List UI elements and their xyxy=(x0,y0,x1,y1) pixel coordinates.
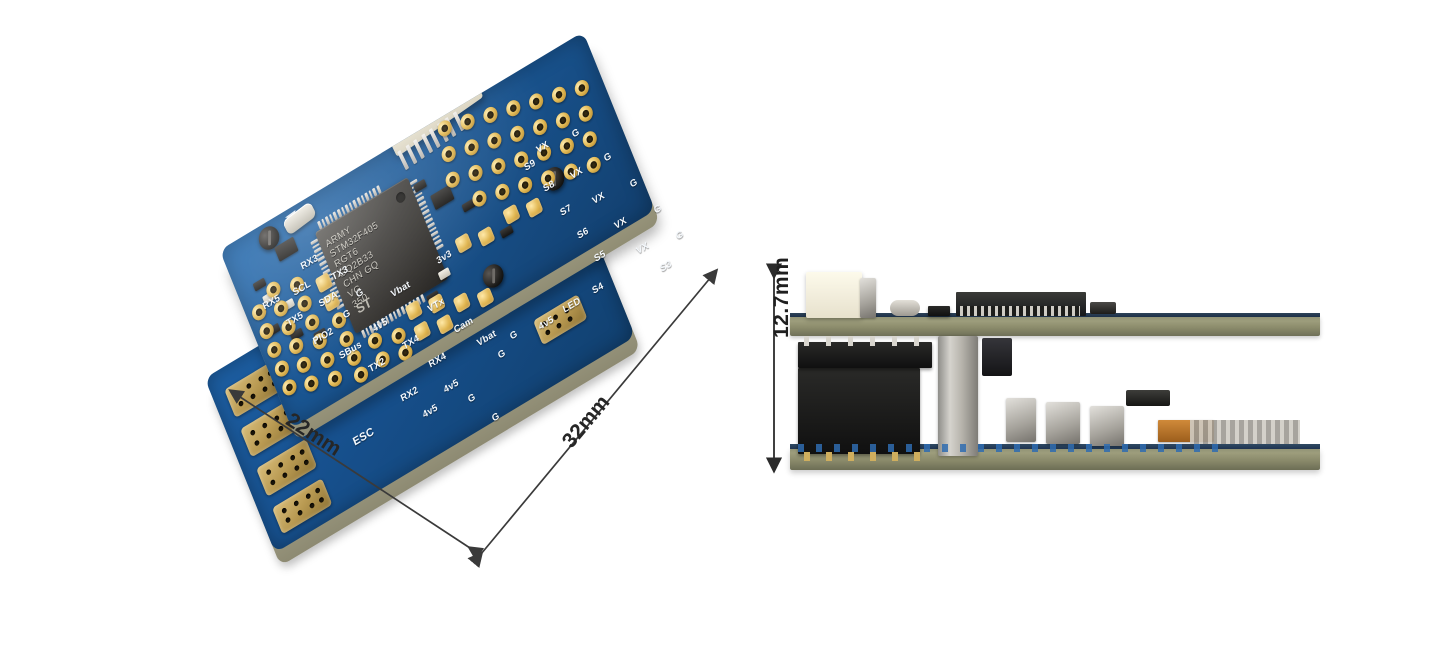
pin-hole xyxy=(481,104,500,126)
pin-hole xyxy=(443,168,462,191)
pin-hole xyxy=(462,136,481,159)
solder-pad xyxy=(525,196,544,219)
pin-hole xyxy=(280,376,299,399)
solder-pad xyxy=(477,225,496,248)
side-component-block-1 xyxy=(982,338,1012,376)
side-header-pins xyxy=(804,336,928,346)
side-pin-header-black xyxy=(798,368,920,454)
smd-part-2 xyxy=(266,322,281,337)
led-3 xyxy=(437,267,452,281)
side-top-board xyxy=(790,313,1320,336)
smd-ic-1 xyxy=(274,236,299,262)
solder-pad xyxy=(454,232,473,255)
pin-hole xyxy=(265,338,284,361)
pin-hole xyxy=(470,187,489,210)
pin-hole xyxy=(302,372,321,395)
side-profile-view: 12.7mm xyxy=(760,0,1445,578)
side-component-block-2 xyxy=(1006,398,1036,442)
smd-ic-2 xyxy=(430,184,455,211)
product-photo-stage: BAT ESC ARMY STM32F405 RGT6 GQ2B33 CHN G… xyxy=(0,0,1445,578)
isometric-view: BAT ESC ARMY STM32F405 RGT6 GQ2B33 CHN G… xyxy=(0,0,760,578)
pin-hole xyxy=(458,110,477,133)
side-jst-connector xyxy=(806,272,862,318)
jst-connector xyxy=(373,48,484,171)
mcu-line-6: VG xyxy=(346,282,364,301)
pin-hole xyxy=(466,162,485,184)
smd-part-6 xyxy=(461,198,476,213)
mcu-line-3: RGT6 xyxy=(332,245,361,271)
smd-part-1 xyxy=(252,277,267,292)
mcu-pins-right xyxy=(409,178,444,250)
mcu-line-2: STM32F405 xyxy=(328,219,381,261)
orientation-arrow-icon: ➤ xyxy=(280,203,303,228)
side-solder-blob-1 xyxy=(890,300,920,316)
solder-pad xyxy=(502,203,521,226)
side-connector-clip xyxy=(860,278,876,318)
pin-hole xyxy=(584,153,603,176)
pin-hole xyxy=(318,349,337,371)
side-usb-pins xyxy=(960,306,1080,316)
pin-hole xyxy=(257,320,276,342)
pin-hole xyxy=(580,128,600,151)
side-smd-mid xyxy=(1126,390,1170,406)
side-smd-top-1 xyxy=(928,306,950,316)
pin-hole xyxy=(439,143,458,165)
pin-hole xyxy=(515,174,535,196)
smd-part-5 xyxy=(412,178,428,193)
smd-part-3 xyxy=(289,327,304,342)
side-header-pins-bottom xyxy=(804,452,928,461)
side-solder-row-bottom xyxy=(798,444,1228,452)
pin-hole xyxy=(504,97,523,120)
pin-hole xyxy=(493,180,512,203)
smd-part-8 xyxy=(499,224,514,239)
pin-hole xyxy=(286,335,306,357)
pin-hole xyxy=(576,102,596,125)
solder-pad xyxy=(435,313,455,336)
jst-connector-pins xyxy=(397,111,465,171)
top-board-face: ARMY STM32F405 RGT6 GQ2B33 CHN GQ VG 350… xyxy=(219,31,656,429)
mounting-screw-top-left xyxy=(255,222,283,255)
pin-hole xyxy=(489,155,508,178)
solder-pad xyxy=(404,299,424,322)
pin-hole xyxy=(302,311,322,334)
pin-hole xyxy=(553,109,573,132)
pin-hole xyxy=(435,117,455,140)
solder-pad xyxy=(452,291,472,314)
pin-hole xyxy=(572,77,592,99)
side-standoff-capacitor xyxy=(938,336,978,456)
side-component-block-4 xyxy=(1090,406,1124,446)
mcu-pin1-dot xyxy=(394,190,407,205)
pin-hole xyxy=(549,83,569,106)
led-2 xyxy=(281,297,296,312)
pin-hole xyxy=(485,129,504,152)
side-component-block-3 xyxy=(1046,402,1080,444)
pin-hole xyxy=(530,116,550,139)
mcu-pins-top xyxy=(316,185,382,230)
crystal-oscillator xyxy=(282,201,318,236)
mounting-screw-bottom-right xyxy=(479,260,507,293)
pin-hole xyxy=(507,122,527,145)
pin-hole xyxy=(272,357,292,380)
pin-hole xyxy=(294,353,314,376)
mcu-line-1: ARMY xyxy=(323,224,353,251)
pin-hole xyxy=(526,90,546,113)
side-board-edge-pads xyxy=(1190,420,1300,444)
pin-hole xyxy=(325,367,345,390)
solder-pad xyxy=(476,286,495,309)
side-smd-top-2 xyxy=(1090,302,1116,314)
mcu-line-5: CHN GQ xyxy=(341,258,381,291)
side-pin-header-shroud xyxy=(798,342,932,368)
